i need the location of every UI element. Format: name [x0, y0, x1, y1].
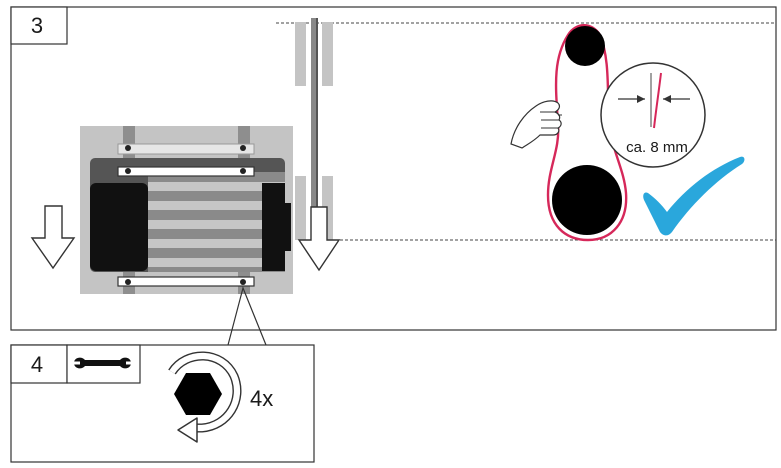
step-4-number-box [10, 344, 68, 384]
tension-callout: ca. 8 mm [600, 62, 706, 168]
down-arrow-right-icon [297, 206, 341, 272]
pulley-bottom [552, 165, 622, 235]
callout-circle [600, 62, 706, 168]
bolt-dot [125, 279, 131, 285]
hand-outline [510, 100, 562, 149]
step-4-panel: 4 4x [10, 286, 315, 463]
bolt-dot [240, 168, 246, 174]
motor-fin-3 [148, 220, 285, 229]
step-3-number-box [10, 6, 68, 45]
dimension-arrow-right-icon [663, 95, 671, 103]
down-arrow-left-icon [30, 205, 76, 270]
wrench-icon [74, 357, 132, 369]
hand-icon [510, 100, 562, 149]
bolt-dot [240, 145, 246, 151]
motor-flange [262, 183, 285, 271]
dimension-arrow-left-icon [637, 95, 645, 103]
bolt-dot [125, 145, 131, 151]
motor-fin-2 [148, 201, 285, 210]
motor-fin-4 [148, 239, 285, 248]
shaft-rod-edge [316, 18, 318, 208]
callout-belt-segment [653, 72, 662, 129]
clamp-bar-top [117, 166, 255, 177]
shaft-guard-bottom-left [295, 176, 306, 240]
motor-assembly [80, 126, 293, 294]
motor-endcap [90, 183, 148, 271]
callout-leader-lines [227, 286, 267, 346]
bolt-dot [240, 279, 246, 285]
motor-fin-5 [148, 258, 285, 267]
motor-fin-1 [148, 182, 285, 191]
clamp-bar-bottom [117, 276, 255, 287]
checkmark-icon [643, 156, 745, 236]
shaft-guard-top-left [295, 22, 306, 86]
shaft-guard-top-right [322, 22, 333, 86]
pulley-top [565, 26, 605, 66]
step-4-number: 4 [31, 352, 43, 377]
step-3-number: 3 [31, 13, 43, 38]
tension-text: ca. 8 mm [626, 139, 688, 156]
shaft-rod [311, 18, 316, 208]
hand-fingers [540, 111, 559, 129]
counterclockwise-arrow-icon [168, 351, 242, 443]
step-3-panel: 3 [10, 6, 777, 331]
bolt-dot [125, 168, 131, 174]
clamp-bar-upper [117, 143, 255, 155]
bolt-count-text: 4x [250, 386, 273, 411]
hex-bolt-icon [174, 373, 222, 415]
motor-shaft-collar [285, 203, 291, 251]
